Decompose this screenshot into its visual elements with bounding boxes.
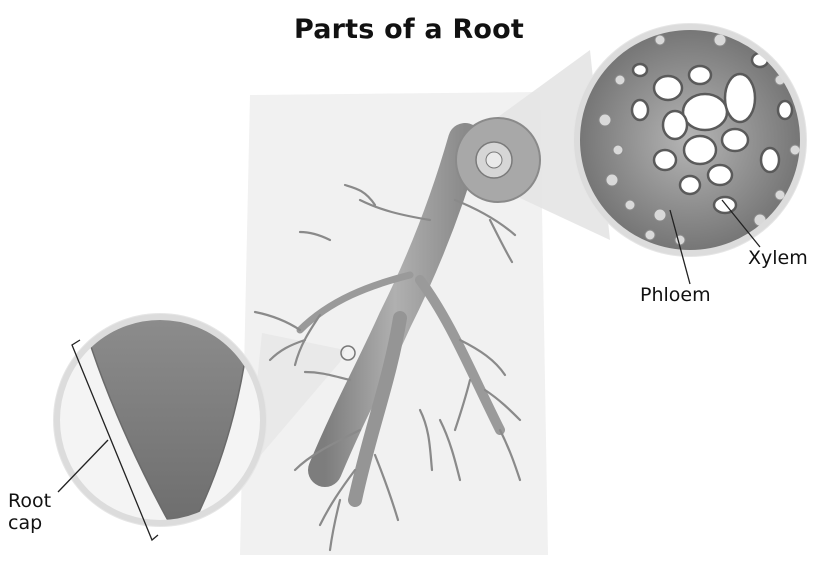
vascular-tissue-magnifier <box>573 23 807 257</box>
xylem-label: Xylem <box>748 247 808 269</box>
diagram-title: Parts of a Root <box>0 14 818 45</box>
phloem-label: Phloem <box>640 284 711 306</box>
root-cap-label: Root cap <box>8 490 68 534</box>
root-cap-magnifier <box>53 313 267 528</box>
root-cap-label-line2: cap <box>8 512 68 534</box>
root-cross-section <box>456 118 540 202</box>
root-cap-label-line1: Root <box>8 490 68 512</box>
